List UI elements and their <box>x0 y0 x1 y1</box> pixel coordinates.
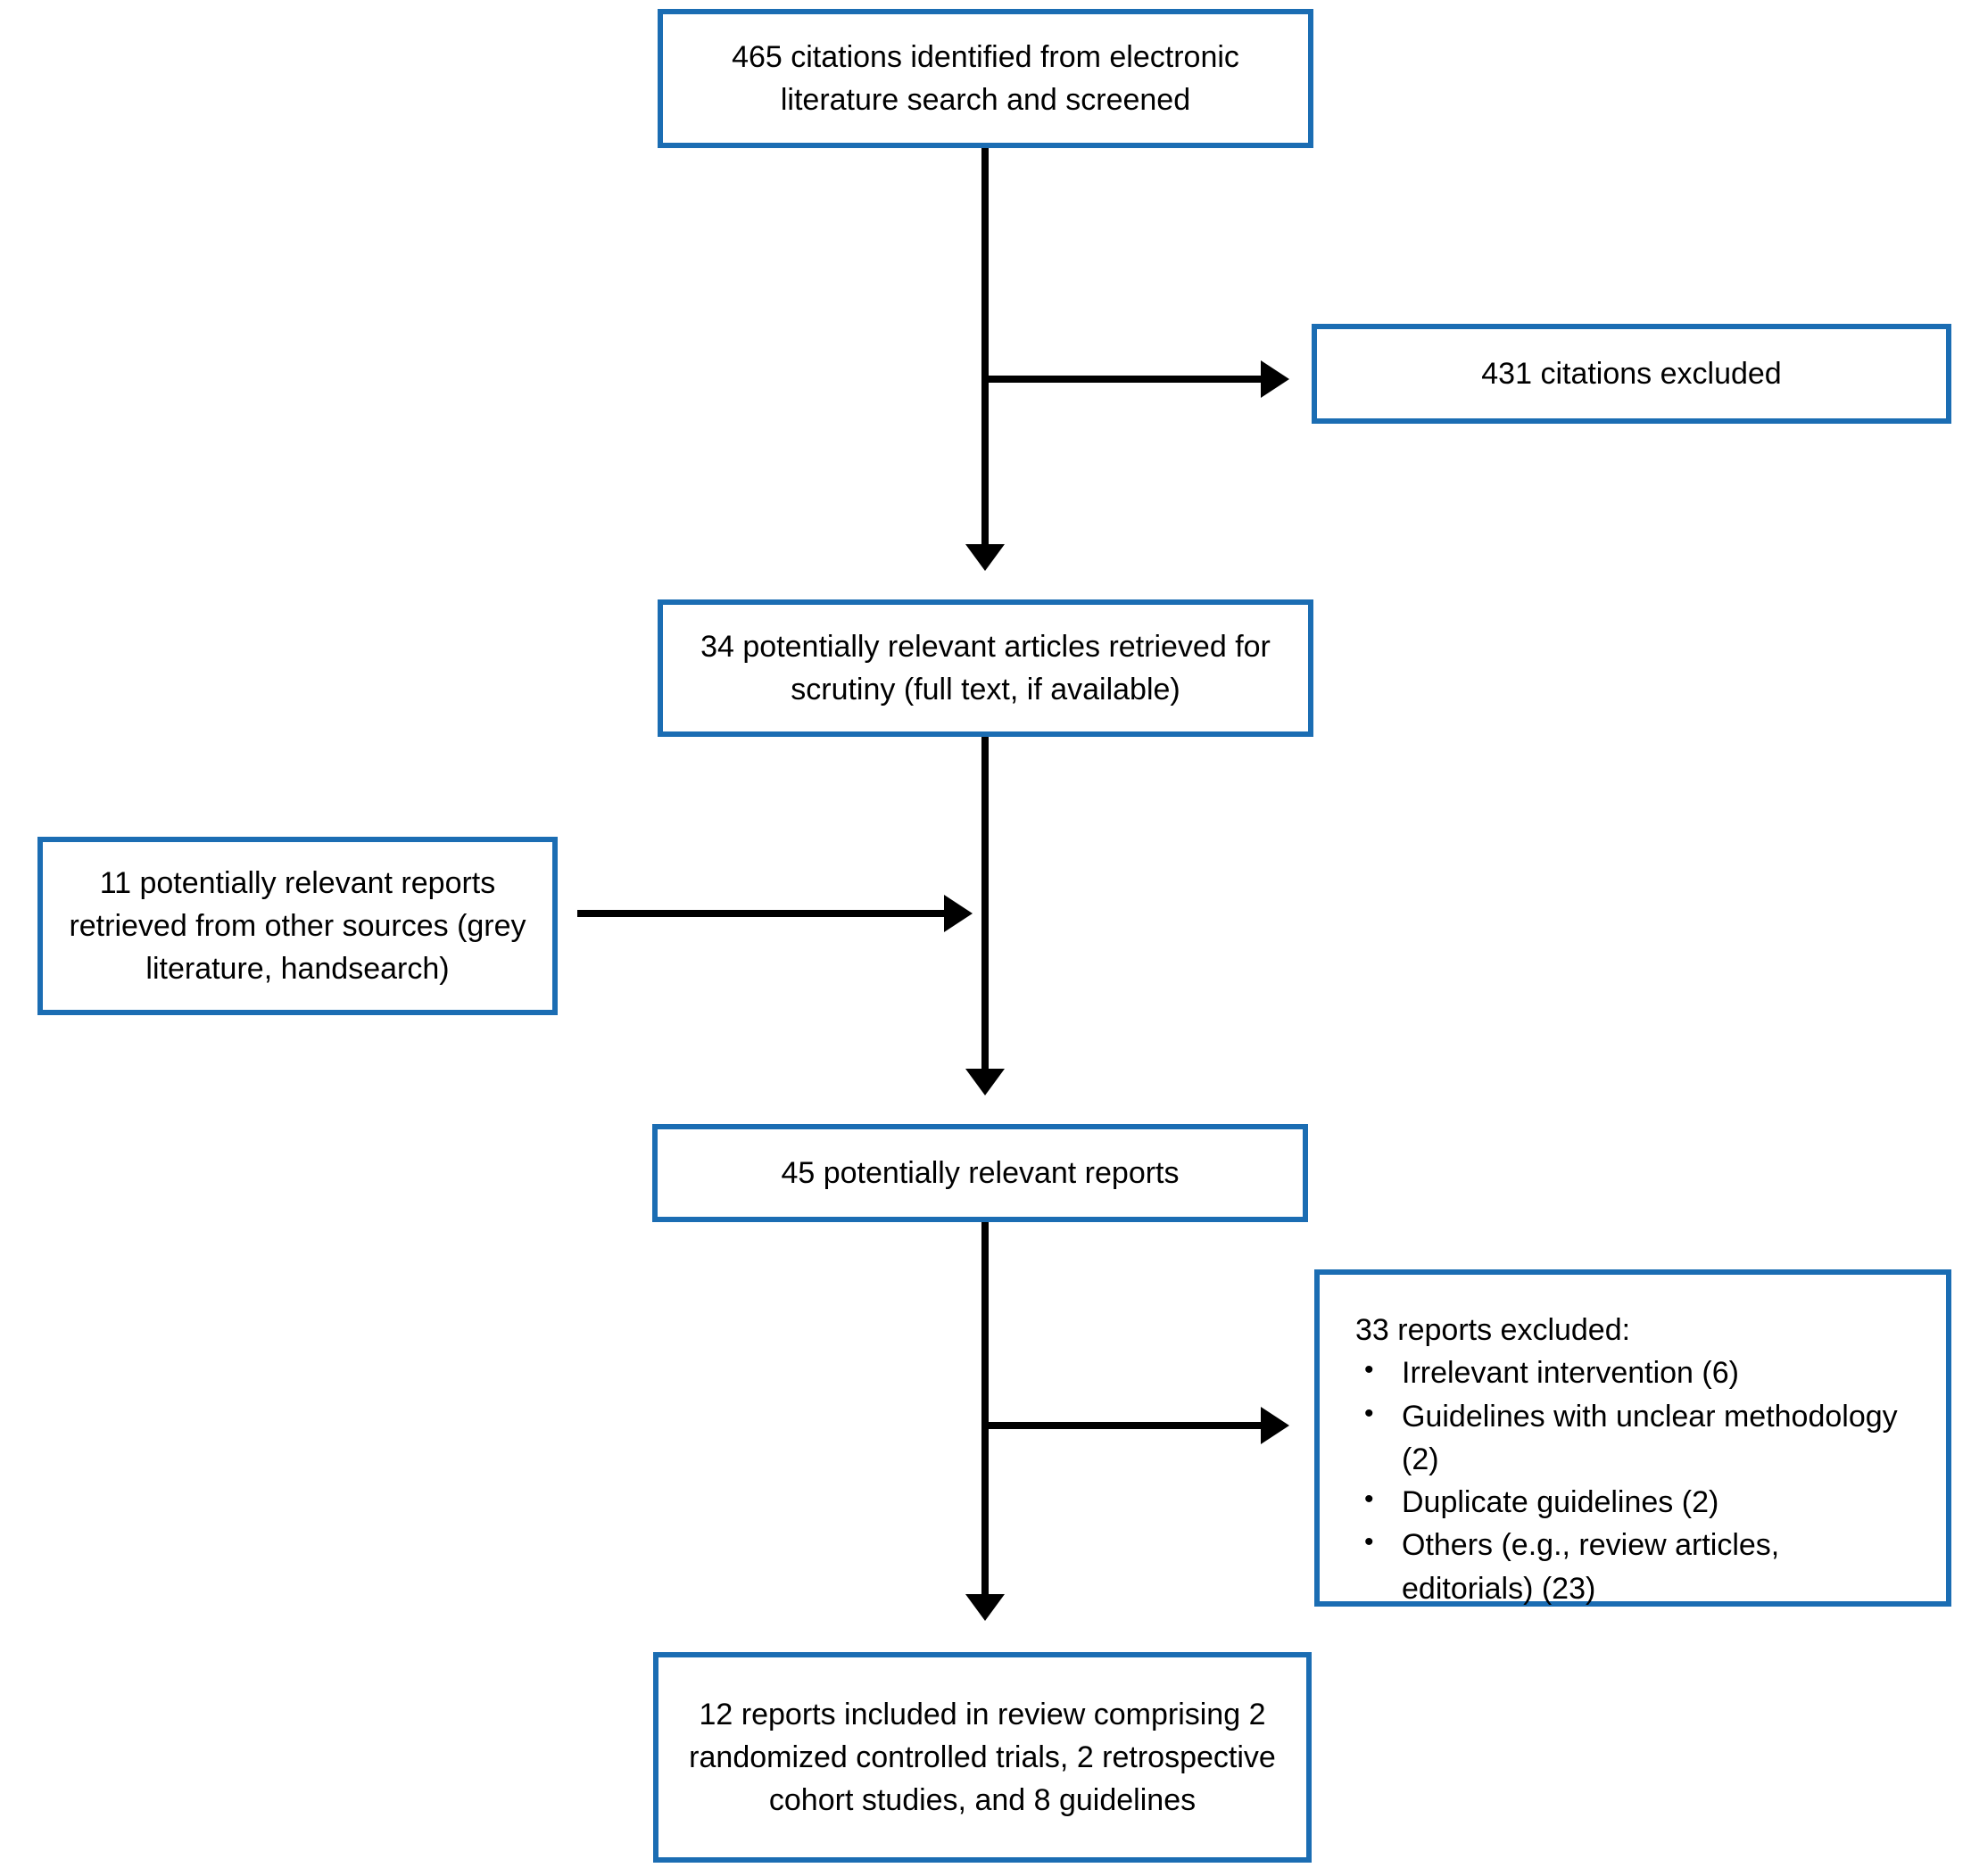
arrowhead-right-to-reports-excluded <box>1261 1407 1289 1444</box>
node-articles-retrieved-label: 34 potentially relevant articles retriev… <box>700 629 1271 707</box>
node-citations-excluded: 431 citations excluded <box>1312 324 1951 424</box>
arrowhead-right-to-citations-excluded <box>1261 360 1289 398</box>
node-citations-identified: 465 citations identified from electronic… <box>658 9 1313 148</box>
reports-excluded-item: Duplicate guidelines (2) <box>1355 1481 1919 1524</box>
reports-excluded-list: Irrelevant intervention (6) Guidelines w… <box>1355 1351 1919 1610</box>
reports-excluded-item: Irrelevant intervention (6) <box>1355 1351 1919 1394</box>
arrowhead-down-to-relevant <box>965 1069 1005 1095</box>
reports-excluded-item: Guidelines with unclear methodology (2) <box>1355 1395 1919 1482</box>
node-relevant-reports: 45 potentially relevant reports <box>652 1124 1308 1222</box>
arrow-line-relevant-to-included <box>981 1222 989 1596</box>
arrow-line-other-sources-join <box>577 910 944 917</box>
node-citations-excluded-label: 431 citations excluded <box>1481 356 1782 391</box>
arrowhead-down-to-included <box>965 1594 1005 1621</box>
node-citations-identified-label: 465 citations identified from electronic… <box>732 39 1239 117</box>
node-articles-retrieved: 34 potentially relevant articles retriev… <box>658 599 1313 737</box>
arrow-line-identified-to-retrieved <box>981 148 989 546</box>
node-reports-excluded-heading: 33 reports excluded: <box>1355 1313 1631 1347</box>
node-reports-included: 12 reports included in review comprising… <box>653 1652 1312 1863</box>
arrowhead-right-other-sources-join <box>944 895 973 932</box>
node-relevant-reports-label: 45 potentially relevant reports <box>781 1155 1180 1190</box>
reports-excluded-item: Others (e.g., review articles, editorial… <box>1355 1524 1919 1610</box>
node-reports-included-label: 12 reports included in review comprising… <box>689 1697 1276 1818</box>
arrowhead-down-to-retrieved <box>965 544 1005 571</box>
arrow-line-branch-reports-excluded <box>985 1422 1261 1429</box>
arrow-line-branch-citations-excluded <box>985 376 1261 383</box>
node-other-sources-label: 11 potentially relevant reports retrieve… <box>69 865 526 987</box>
node-other-sources: 11 potentially relevant reports retrieve… <box>37 837 558 1015</box>
node-reports-excluded: 33 reports excluded: Irrelevant interven… <box>1314 1269 1951 1607</box>
arrow-line-retrieved-to-relevant <box>981 737 989 1070</box>
